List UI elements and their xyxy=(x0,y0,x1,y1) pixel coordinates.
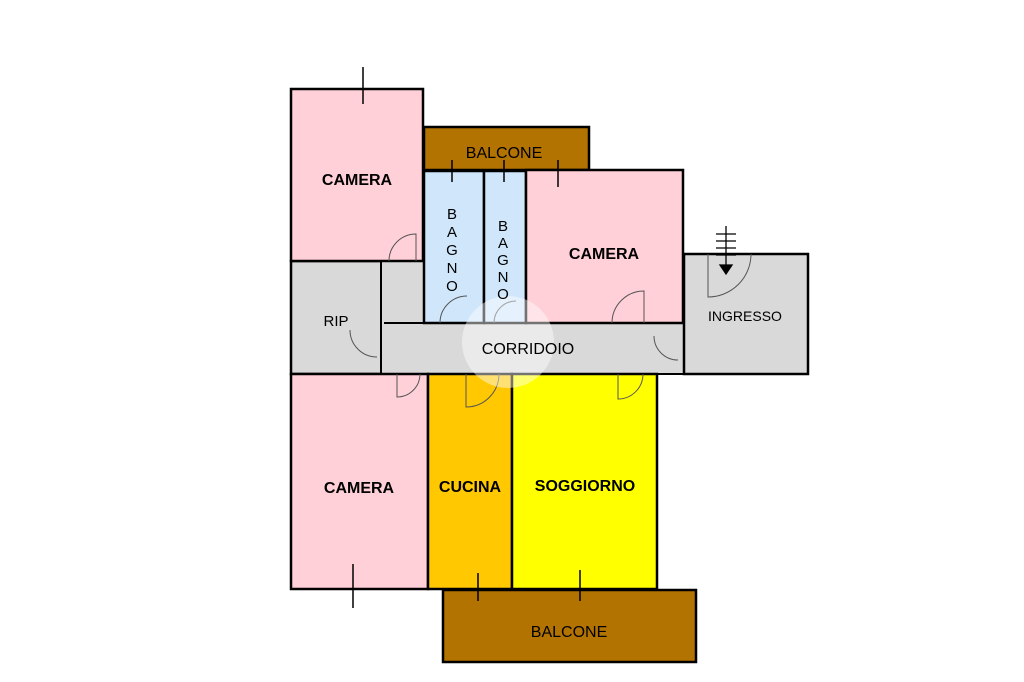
label-balcone-top: BALCONE xyxy=(466,145,542,162)
bagno-letter: A xyxy=(498,235,508,252)
room-cucina xyxy=(426,372,514,591)
stairs-icon xyxy=(716,226,736,276)
bagno-letter: G xyxy=(446,242,458,259)
label-camera-top-right: CAMERA xyxy=(569,246,640,263)
bagno-letter: A xyxy=(447,224,457,241)
label-camera-top-left: CAMERA xyxy=(322,172,393,189)
label-balcone-bottom: BALCONE xyxy=(531,624,607,641)
label-cucina: CUCINA xyxy=(439,479,502,496)
room-bagno-2 xyxy=(482,169,528,325)
room-camera-top-right xyxy=(524,168,685,325)
bagno-letter: G xyxy=(497,252,509,269)
window-marks xyxy=(352,67,581,608)
room-camera-top-left xyxy=(289,87,425,263)
bagno-letter: B xyxy=(447,206,457,223)
door-swings xyxy=(349,233,752,408)
bagno-letter: O xyxy=(446,278,458,295)
bagno-letter: N xyxy=(498,269,509,286)
label-corridoio: CORRIDOIO xyxy=(482,341,574,358)
label-camera-bottom-left: CAMERA xyxy=(324,480,395,497)
watermark-circle xyxy=(462,296,554,388)
room-soggiorno xyxy=(510,372,659,591)
label-ripostiglio: RIP xyxy=(323,313,348,330)
room-ripostiglio xyxy=(289,259,384,376)
bagno-letter: B xyxy=(498,218,508,235)
room-balcone-bottom xyxy=(441,588,698,664)
bagno-letter: N xyxy=(447,260,458,277)
bagno-letter: O xyxy=(497,286,509,303)
label-soggiorno: SOGGIORNO xyxy=(535,478,635,495)
label-ingresso: INGRESSO xyxy=(708,308,782,324)
